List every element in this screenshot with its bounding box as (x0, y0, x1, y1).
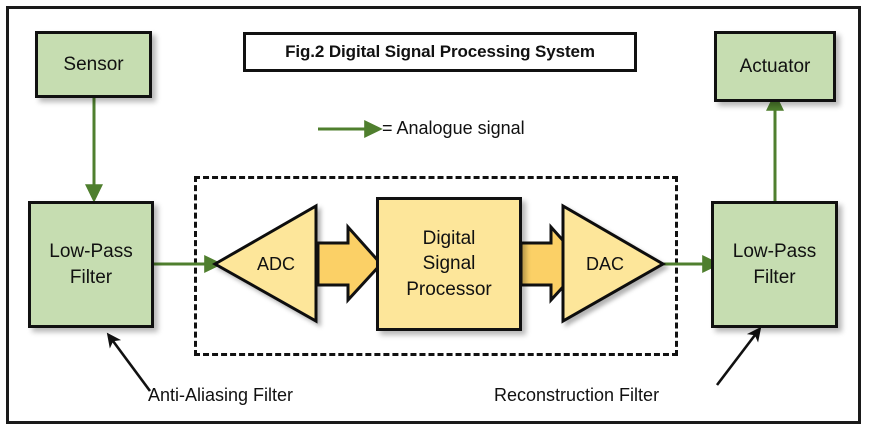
figure-title-text: Fig.2 Digital Signal Processing System (285, 42, 595, 61)
annotation-reconstruction-filter: Reconstruction Filter (494, 385, 660, 405)
block-dsp-line2: Signal (422, 253, 476, 275)
block-adc-label: ADC (256, 254, 295, 274)
adc-triangle (211, 203, 318, 324)
digital-domain-dashed-region (194, 176, 678, 356)
block-output-low-pass-filter[interactable]: Low-Pass Filter (711, 201, 838, 328)
block-dsp-line1: Digital (422, 228, 476, 250)
diagram-outer-frame (6, 6, 861, 424)
block-actuator[interactable]: Actuator (714, 31, 836, 102)
digital-bus-arrow-adc-to-dsp (316, 223, 384, 304)
anti-aliasing-pointer-arrow (106, 332, 152, 392)
block-output-lpf-line2: Filter (753, 266, 796, 288)
annotation-anti-aliasing-filter: Anti-Aliasing Filter (148, 385, 294, 405)
legend-label: = Analogue signal (382, 118, 525, 138)
block-input-low-pass-filter[interactable]: Low-Pass Filter (28, 201, 154, 328)
dac-triangle (561, 203, 667, 324)
block-output-lpf-line1: Low-Pass (732, 241, 817, 263)
block-sensor[interactable]: Sensor (35, 31, 152, 98)
block-actuator-label: Actuator (739, 55, 811, 77)
block-input-lpf-line1: Low-Pass (49, 241, 133, 263)
block-input-lpf-line2: Filter (69, 266, 113, 288)
block-sensor-label: Sensor (63, 53, 124, 75)
reconstruction-pointer-arrow (715, 326, 762, 386)
block-dac-label: DAC (585, 254, 624, 274)
figure-title-box: Fig.2 Digital Signal Processing System (243, 32, 637, 72)
block-digital-signal-processor[interactable]: Digital Signal Processor (376, 197, 522, 331)
block-dsp-line3: Processor (406, 278, 492, 300)
